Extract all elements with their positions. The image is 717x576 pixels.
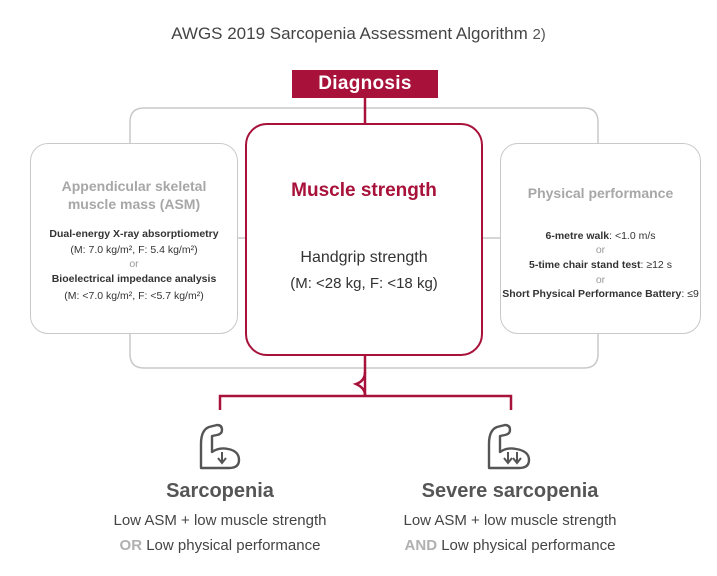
sarcopenia-line2: OR Low physical performance: [70, 537, 370, 554]
pp-sppb-value: : ≤9: [681, 288, 699, 300]
flexed-arm-down-arrow-icon: [199, 423, 241, 470]
title-text: AWGS 2019 Sarcopenia Assessment Algorith…: [171, 24, 528, 43]
severe-line2-text: Low physical performance: [441, 537, 616, 554]
flexed-arm-double-down-arrow-icon: [487, 423, 531, 470]
sarcopenia-title: Sarcopenia: [166, 480, 274, 502]
physical-performance-card: Physical performance 6-metre walk: <1.0 …: [500, 143, 701, 334]
muscle-strength-test: Handgrip strength: [300, 249, 428, 266]
pp-chair: 5-time chair stand test: ≥12 s: [501, 259, 700, 271]
sarcopenia-line2-text: Low physical performance: [146, 537, 321, 554]
muscle-strength-card: Muscle strength Handgrip strength (M: <2…: [245, 123, 483, 356]
pp-or1: or: [595, 244, 606, 256]
pp-walk-value: : <1.0 m/s: [609, 230, 656, 242]
asm-title: Appendicular skeletal muscle mass (ASM): [31, 177, 237, 213]
physical-performance-title: Physical performance: [527, 185, 674, 201]
pp-walk-label: 6-metre walk: [545, 230, 610, 242]
result-branch: [352, 356, 367, 396]
asm-method2: Bioelectrical impedance analysis: [51, 273, 217, 285]
asm-method1-criteria: (M: 7.0 kg/m², F: 5.4 kg/m²): [70, 244, 198, 256]
page-title: AWGS 2019 Sarcopenia Assessment Algorith…: [0, 24, 717, 44]
severe-keyword: AND: [404, 537, 438, 554]
severe-title: Severe sarcopenia: [421, 480, 599, 502]
result-branch-horizontal: [218, 394, 513, 410]
diagnosis-label: Diagnosis: [292, 70, 438, 98]
pp-or2: or: [595, 274, 606, 286]
pp-walk: 6-metre walk: <1.0 m/s: [501, 230, 700, 242]
asm-title-line1: Appendicular skeletal: [61, 178, 207, 194]
sarcopenia-line1: Low ASM + low muscle strength: [113, 512, 327, 529]
asm-title-line2: muscle mass (ASM): [67, 196, 201, 212]
severe-line1: Low ASM + low muscle strength: [403, 512, 617, 529]
asm-method2-criteria: (M: <7.0 kg/m², F: <5.7 kg/m²): [64, 290, 204, 302]
result-sarcopenia: Sarcopenia Low ASM + low muscle strength…: [70, 480, 370, 554]
muscle-strength-title: Muscle strength: [291, 180, 437, 201]
severe-line2: AND Low physical performance: [360, 537, 660, 554]
title-reference: 2): [532, 26, 546, 43]
sarcopenia-keyword: OR: [119, 537, 143, 554]
result-severe-sarcopenia: Severe sarcopenia Low ASM + low muscle s…: [360, 480, 660, 554]
asm-method1: Dual-energy X-ray absorptiometry: [49, 228, 219, 240]
pp-sppb-label: Short Physical Performance Battery: [502, 288, 682, 300]
pp-sppb: Short Physical Performance Battery: ≤9: [501, 288, 700, 300]
asm-or: or: [129, 258, 139, 270]
asm-card: Appendicular skeletal muscle mass (ASM) …: [30, 143, 238, 334]
muscle-strength-criteria: (M: <28 kg, F: <18 kg): [290, 275, 438, 292]
pp-chair-label: 5-time chair stand test: [529, 259, 641, 271]
pp-chair-value: : ≥12 s: [640, 259, 672, 271]
